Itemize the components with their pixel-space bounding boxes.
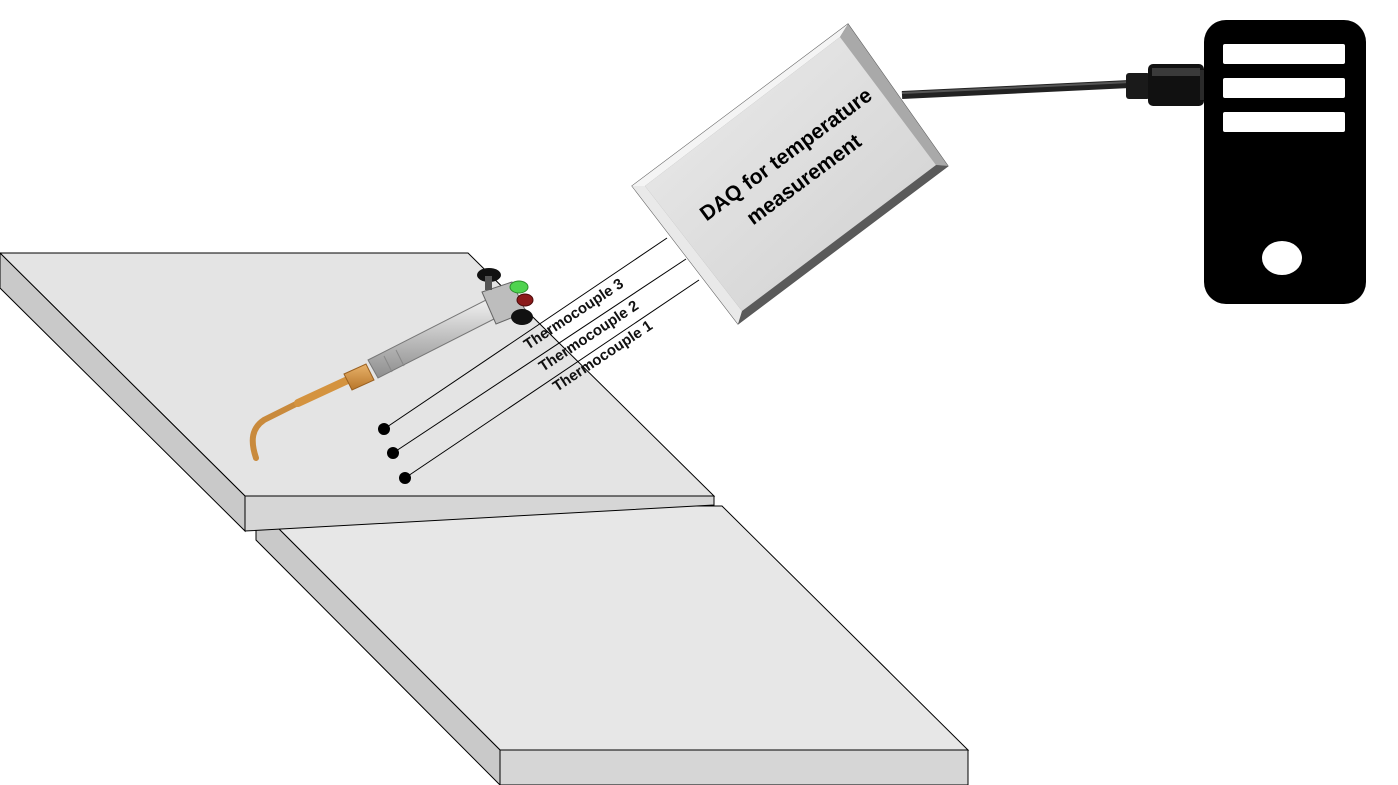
lower-plate-front-side bbox=[499, 749, 969, 785]
drive-bay-2 bbox=[1223, 78, 1345, 98]
thermocouple-3-junction bbox=[378, 423, 390, 435]
usb-cable-line bbox=[901, 80, 1131, 99]
torch-nozzle-nut bbox=[343, 363, 375, 391]
daq-face bbox=[645, 37, 936, 311]
power-button bbox=[1262, 241, 1302, 275]
torch-nozzle-tip bbox=[249, 399, 303, 461]
thermocouple-1-wire bbox=[404, 279, 700, 479]
thermocouple-2-junction bbox=[387, 447, 399, 459]
usb-cable bbox=[901, 80, 1131, 99]
torch-nozzle-tube bbox=[294, 374, 356, 407]
daq-box: DAQ for temperature measurement bbox=[631, 23, 949, 325]
drive-bay-1 bbox=[1223, 44, 1345, 64]
torch-top-valve-knob bbox=[477, 268, 501, 282]
thermocouple-wires bbox=[378, 237, 700, 484]
torch-red-valve bbox=[516, 293, 534, 307]
upper-plate-front-side bbox=[244, 495, 715, 532]
torch-green-valve bbox=[509, 280, 529, 294]
torch-bottom-valve-knob bbox=[511, 309, 533, 325]
thermocouple-3-wire bbox=[383, 237, 668, 430]
drive-bay-3 bbox=[1223, 112, 1345, 132]
thermocouple-1-junction bbox=[399, 472, 411, 484]
thermocouple-2-wire bbox=[392, 258, 687, 454]
gas-welding-torch-icon bbox=[249, 268, 534, 461]
lower-plate bbox=[254, 504, 970, 785]
desktop-tower-icon bbox=[1204, 20, 1366, 304]
